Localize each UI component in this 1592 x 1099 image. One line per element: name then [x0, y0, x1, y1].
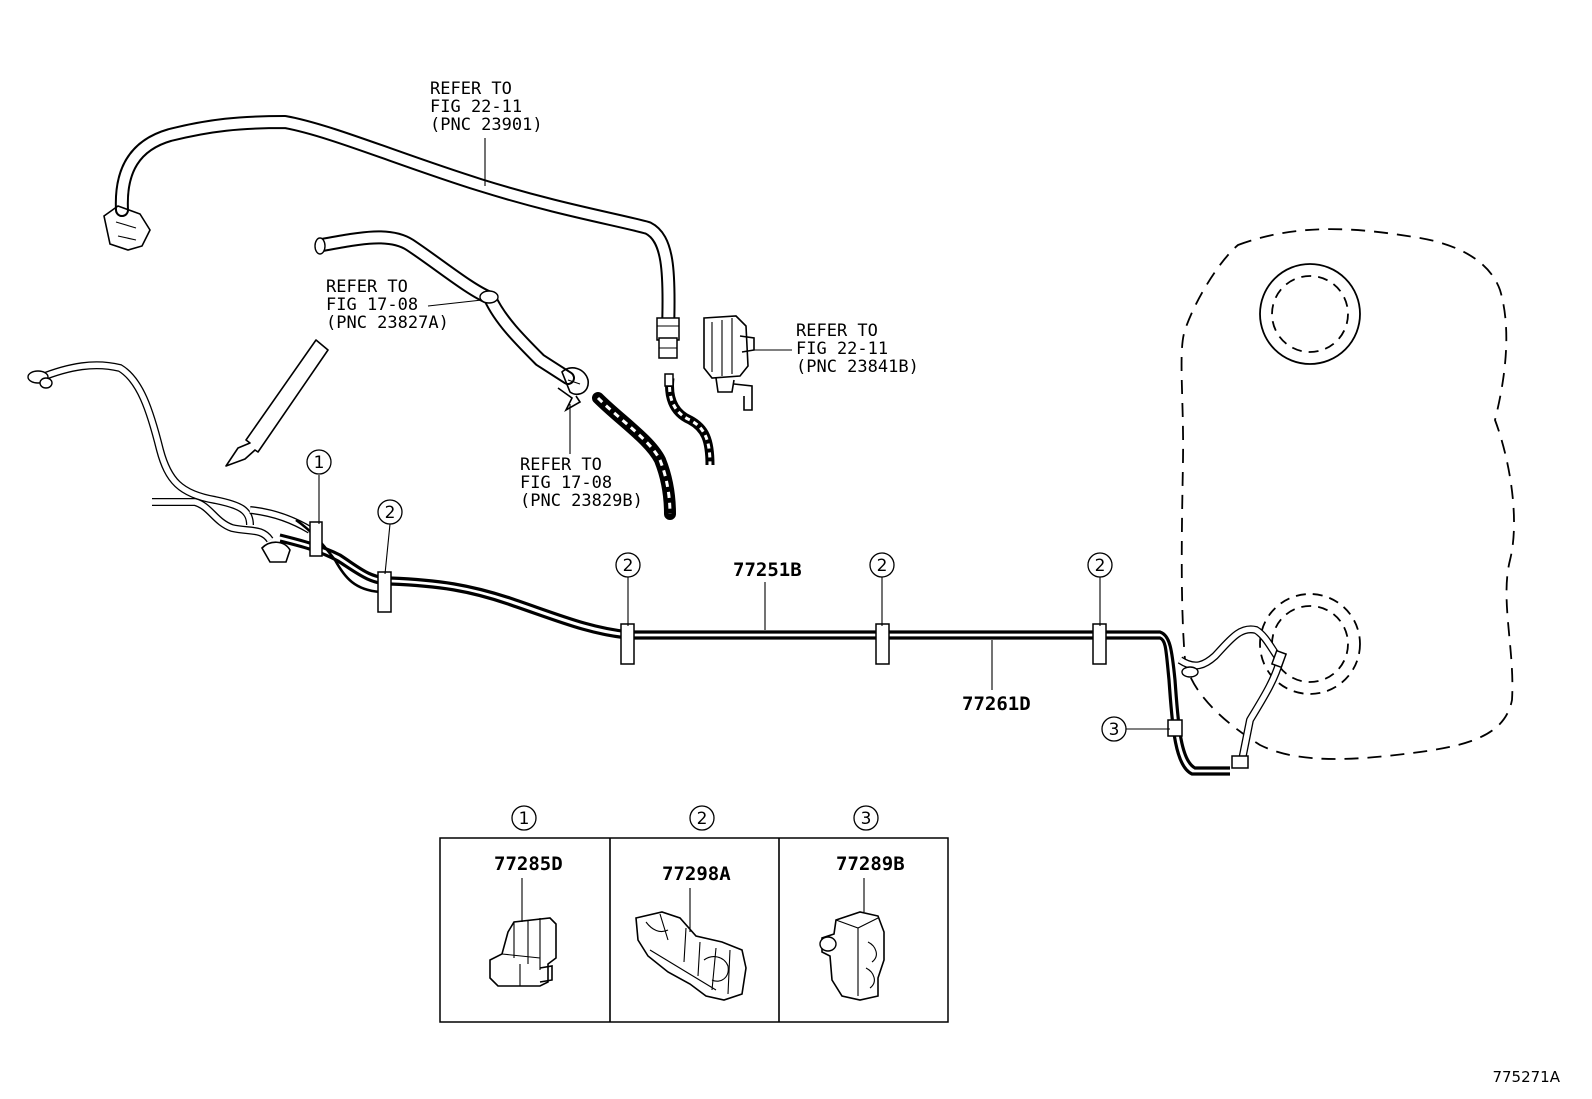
clip-77285d-drawing [489, 917, 557, 987]
legend-part-2: 77298A [662, 863, 731, 885]
legend-part-3: 77289B [836, 853, 905, 875]
callouts: 1 2 2 2 2 3 [306, 449, 1170, 742]
callout-3: 3 [1109, 720, 1120, 740]
ref-label-top: REFER TO FIG 22-11 (PNC 23901) [430, 79, 543, 186]
vsv-valve [703, 315, 755, 411]
figure-id: 775271A [1492, 1068, 1560, 1086]
tube-clips [309, 521, 1183, 737]
legend-number-3: 3 [861, 809, 872, 829]
clip-2d-mark [1092, 623, 1107, 665]
svg-text:FIG 17-08: FIG 17-08 [520, 473, 612, 493]
clip-77298a-drawing [635, 911, 747, 1001]
fuel-tube-main [279, 518, 1288, 776]
callout-2c: 2 [877, 556, 888, 576]
clip-3-mark [1167, 719, 1183, 737]
legend-number-1: 1 [519, 809, 530, 829]
callout-2d: 2 [1095, 556, 1106, 576]
ref-label-mid-left: REFER TO FIG 17-08 (PNC 23827A) [326, 277, 483, 333]
svg-text:REFER TO: REFER TO [430, 79, 512, 99]
svg-text:(PNC 23841B): (PNC 23841B) [796, 357, 919, 377]
svg-text:FIG 22-11: FIG 22-11 [796, 339, 888, 359]
svg-text:REFER TO: REFER TO [796, 321, 878, 341]
callout-2b: 2 [623, 556, 634, 576]
direction-arrow [225, 339, 329, 467]
svg-text:(PNC 23901): (PNC 23901) [430, 115, 543, 135]
clip-1-mark [309, 521, 323, 557]
svg-text:(PNC 23829B): (PNC 23829B) [520, 491, 643, 511]
callout-1: 1 [314, 453, 325, 473]
clip-2c-mark [875, 623, 890, 665]
clip-2b-mark [620, 623, 635, 665]
evap-hose-dark [592, 373, 715, 520]
fuel-tank-outline [1180, 228, 1515, 760]
part-number-77261d: 77261D [962, 693, 1031, 715]
part-number-77251b: 77251B [733, 559, 802, 581]
evap-hose-middle [314, 230, 589, 413]
svg-text:FIG 17-08: FIG 17-08 [326, 295, 418, 315]
svg-text:(PNC 23827A): (PNC 23827A) [326, 313, 449, 333]
ref-label-right: REFER TO FIG 22-11 (PNC 23841B) [752, 321, 919, 377]
svg-text:REFER TO: REFER TO [326, 277, 408, 297]
clip-legend: 1 77285D 2 77298A 3 77289B [439, 805, 949, 1023]
legend-number-2: 2 [697, 809, 708, 829]
fuel-tube-engine-side [27, 361, 313, 563]
clip-77289b-drawing [819, 911, 885, 1001]
ref-label-bottom: REFER TO FIG 17-08 (PNC 23829B) [520, 404, 643, 511]
clip-2a-mark [377, 571, 392, 613]
svg-text:FIG 22-11: FIG 22-11 [430, 97, 522, 117]
svg-text:REFER TO: REFER TO [520, 455, 602, 475]
callout-2a: 2 [385, 503, 396, 523]
evap-hose-upper [103, 115, 680, 359]
legend-part-1: 77285D [494, 853, 563, 875]
